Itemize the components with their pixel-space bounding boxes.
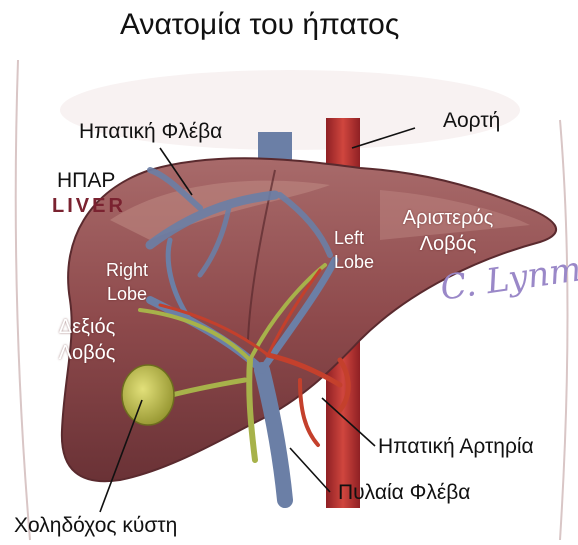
label-gallbladder: Χοληδόχος κύστη — [14, 515, 177, 536]
body-outline — [16, 60, 30, 540]
page-title: Ανατομία του ήπατος — [120, 10, 399, 40]
label-hepatic-vein: Ηπατική Φλέβα — [79, 121, 222, 142]
label-liver-greek: ΗΠΑΡ — [57, 170, 115, 191]
label-aorta: Αορτή — [443, 110, 500, 131]
label-hepatic-artery: Ηπατική Αρτηρία — [378, 436, 534, 457]
label-left-lobe-english: Left Lobe — [334, 226, 380, 274]
label-portal-vein: Πυλαία Φλέβα — [338, 482, 470, 503]
gallbladder — [122, 365, 174, 425]
label-left-lobe-greek-1: Αριστερός Λοβός — [388, 205, 508, 257]
left-lobe-greek: Αριστερός Λοβός — [388, 205, 508, 257]
label-right-lobe-english: Right Lobe — [97, 258, 157, 306]
right-lobe-greek: Δεξιός Λοβός — [50, 314, 124, 366]
right-lobe-english: Right Lobe — [97, 258, 157, 306]
label-liver-english: LIVER — [52, 196, 126, 216]
left-lobe-english: Left Lobe — [334, 226, 380, 274]
label-right-lobe-greek: Δεξιός Λοβός — [50, 314, 124, 366]
